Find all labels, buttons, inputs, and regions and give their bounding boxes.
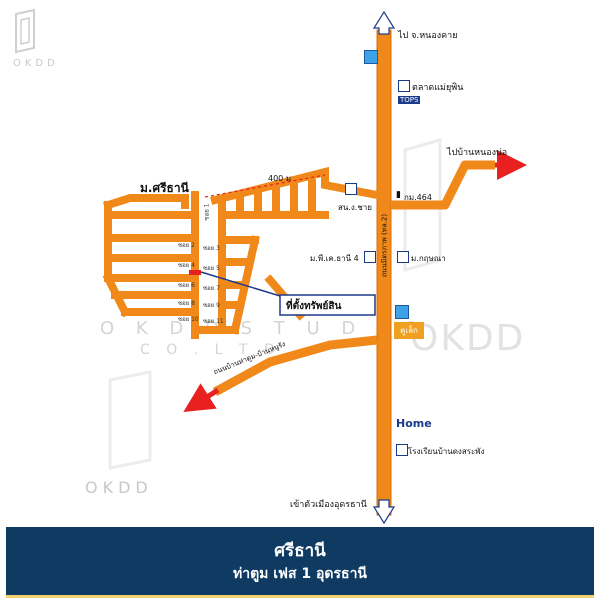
watermark-co-text: C O . L T D . xyxy=(140,342,302,358)
soi-label: ซอย 8 xyxy=(178,300,195,307)
watermark-logo xyxy=(12,8,52,57)
label-market: ตลาดแม่ยุพิน xyxy=(412,83,464,93)
label-police: สน.ง.ชาย xyxy=(338,203,372,212)
soi-label: ซอย 4 xyxy=(178,262,195,269)
village-k-icon xyxy=(397,251,409,263)
distance-line xyxy=(204,174,326,198)
main-highway xyxy=(372,10,396,525)
label-village4: ม.พี.เค.ธานี 4 xyxy=(310,254,359,263)
watermark-building-icon xyxy=(15,8,35,54)
village-road-network xyxy=(102,166,382,339)
property-marker xyxy=(189,270,201,275)
soi-label: ซอย 11 xyxy=(203,318,224,325)
soi-label: ซอย 10 xyxy=(178,316,199,323)
map-canvas xyxy=(102,10,527,525)
label-school: โรงเรียนบ้านดงสระพัง xyxy=(408,447,485,456)
shop-logo: คูเล็ก xyxy=(394,322,424,339)
southwest-road xyxy=(183,335,378,413)
homepro-logo: Home xyxy=(396,417,432,430)
watermark-logo-text: OKDD xyxy=(13,58,59,69)
soi-label: ซอย 1 xyxy=(203,203,211,221)
footer-title: ศรีธานี xyxy=(274,541,326,561)
label-highway: ถนนมิตรภาพ (ทล.2) xyxy=(380,213,389,278)
label-distance: 400 ม xyxy=(268,174,292,183)
footer-banner: ศรีธานี ท่าตูม เฟส 1 อุดรธานี xyxy=(6,527,594,598)
soi-label: ซอย 5 xyxy=(203,265,220,272)
market-icon xyxy=(398,80,410,92)
watermark-logo-text-bottom: OKDD xyxy=(85,478,153,497)
police-icon xyxy=(345,183,357,195)
footer-subtitle: ท่าตูม เฟส 1 อุดรธานี xyxy=(232,566,367,582)
tops-logo: TOPS xyxy=(398,96,421,104)
soi-label: ซอย 6 xyxy=(178,282,195,289)
soi-label: ซอย 2 xyxy=(178,242,195,249)
label-village-k: ม.กฤษณา xyxy=(411,254,446,263)
watermark-studio-text: O K D D S T U D I O xyxy=(100,318,427,339)
watermark-building-shapes xyxy=(108,138,442,470)
soi-label: ซอย 9 xyxy=(203,302,220,309)
gas-station-icon-north xyxy=(364,50,378,64)
village4-icon xyxy=(364,251,376,263)
soi-label: ซอย 7 xyxy=(203,285,220,292)
school-icon xyxy=(396,444,408,456)
label-north-dest: ไป จ.หนองคาย xyxy=(398,31,458,41)
property-label-box xyxy=(279,294,376,316)
km-marker-icon: ▮ xyxy=(396,190,401,200)
east-road xyxy=(391,150,527,210)
soi-label: ซอย 3 xyxy=(203,245,220,252)
label-village: ม.ศรีธานี xyxy=(140,181,189,195)
label-south-dest: เข้าตัวเมืองอุดรธานี xyxy=(290,500,367,510)
label-property: ที่ตั้งทรัพย์สิน xyxy=(286,301,342,312)
label-east-dest: ไปบ้านหนองบ่อ xyxy=(447,148,508,158)
gas-station-icon-south xyxy=(395,305,409,319)
watermark-okdd-large: OKDD xyxy=(410,318,526,359)
label-km: กม.464 xyxy=(404,193,432,202)
